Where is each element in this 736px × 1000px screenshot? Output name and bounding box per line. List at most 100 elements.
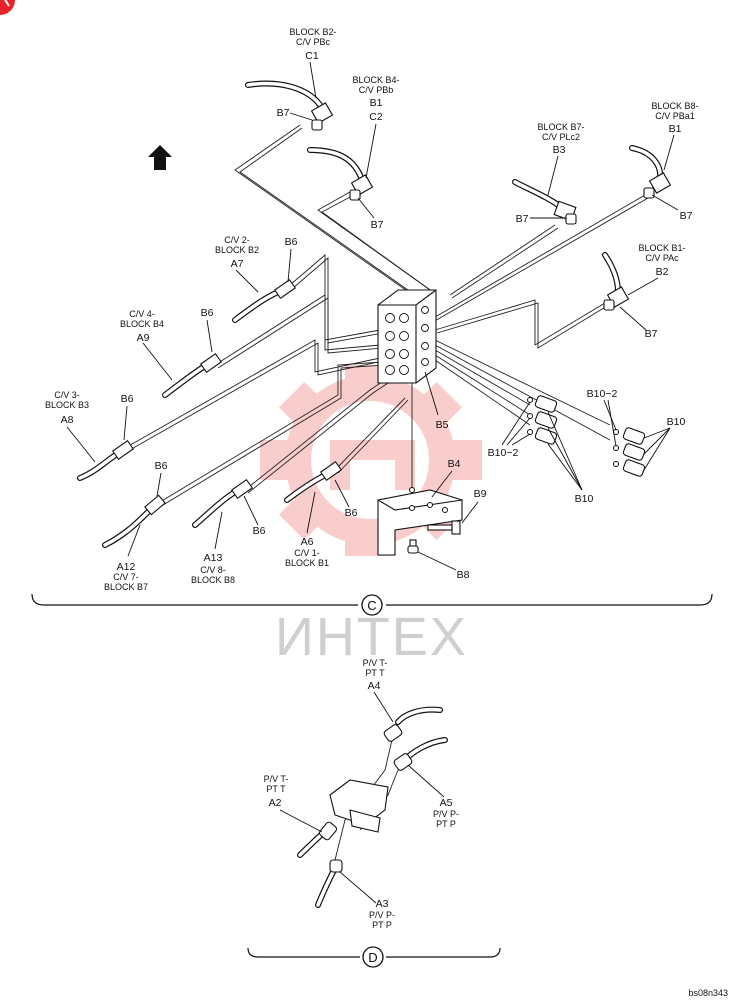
svg-text:BLOCK B8: BLOCK B8 (191, 575, 235, 585)
callout-cv2: C/V 2- BLOCK B2 A7 (215, 235, 259, 270)
callout-a12: A12 C/V 7- BLOCK B7 (104, 561, 148, 592)
callout-a3: A3 P/V P- PT P (369, 898, 395, 930)
svg-text:A6: A6 (301, 536, 314, 548)
svg-text:C/V PBc: C/V PBc (296, 37, 331, 47)
label-b9: B9 (474, 488, 487, 500)
svg-text:P/V T-: P/V T- (363, 658, 388, 668)
svg-text:BLOCK B4-: BLOCK B4- (352, 75, 399, 85)
svg-text:C/V 3-: C/V 3- (54, 390, 80, 400)
drawing-id: bs08n343 (688, 988, 728, 998)
svg-text:BLOCK B3: BLOCK B3 (45, 400, 89, 410)
svg-text:C1: C1 (305, 50, 319, 62)
svg-text:C/V PLc2: C/V PLc2 (542, 132, 580, 142)
svg-text:A12: A12 (117, 561, 136, 573)
svg-text:BLOCK B2-: BLOCK B2- (289, 27, 336, 37)
bolt-b9 (427, 520, 461, 535)
svg-text:A5: A5 (440, 797, 453, 809)
label-b7: B7 (516, 213, 529, 225)
label-b5: B5 (436, 419, 449, 431)
callout-a2: P/V T- PT T A2 (264, 774, 289, 809)
svg-text:BLOCK B1: BLOCK B1 (285, 558, 329, 568)
watermark-text: ИНТЕХ (275, 607, 468, 667)
leader-lines-section-d (279, 691, 445, 904)
svg-text:C/V 8-: C/V 8- (200, 565, 226, 575)
svg-text:PT P: PT P (372, 920, 392, 930)
svg-text:C2: C2 (369, 111, 383, 123)
svg-text:B2: B2 (656, 266, 669, 278)
svg-text:A4: A4 (368, 680, 381, 692)
label-b7: B7 (277, 107, 290, 119)
bolt-b8 (407, 539, 419, 554)
label-b7: B7 (645, 328, 658, 340)
callout-b8-pba1: BLOCK B8- C/V PBa1 B1 (651, 101, 698, 135)
svg-text:PT T: PT T (365, 668, 385, 678)
callout-a5: A5 P/V P- PT P (433, 797, 459, 829)
svg-text:B1: B1 (370, 97, 383, 109)
label-b4: B4 (448, 458, 461, 470)
callout-b4-pbb: BLOCK B4- C/V PBb B1 C2 (352, 75, 399, 123)
callout-a6: A6 C/V 1- BLOCK B1 (285, 536, 329, 568)
section-c-marker: C (367, 598, 376, 613)
label-b10-left: B10 (575, 493, 594, 505)
label-b6: B6 (201, 307, 214, 319)
callout-cv3: C/V 3- BLOCK B3 A8 (45, 390, 89, 426)
up-arrow-icon (148, 145, 172, 170)
callout-b7-plc2: BLOCK B7- C/V PLc2 B3 (537, 122, 584, 156)
svg-text:C/V 4-: C/V 4- (129, 309, 155, 319)
svg-text:A13: A13 (204, 552, 223, 564)
svg-text:A3: A3 (376, 898, 389, 910)
svg-text:C/V PBa1: C/V PBa1 (655, 111, 695, 121)
fittings-section-c (111, 102, 672, 516)
svg-text:A2: A2 (269, 797, 282, 809)
label-b7: B7 (371, 219, 384, 231)
red-corner-mark-icon (0, 0, 15, 15)
bracket-b4 (377, 487, 463, 556)
svg-text:BLOCK B8-: BLOCK B8- (651, 101, 698, 111)
svg-text:PT P: PT P (436, 819, 456, 829)
svg-text:BLOCK B7: BLOCK B7 (104, 582, 148, 592)
section-d-brace: D (247, 946, 501, 968)
fittings-b10-left (527, 395, 558, 445)
label-b10-2-right: B10−2 (587, 388, 618, 400)
svg-text:A9: A9 (137, 332, 150, 344)
callout-b1-pac: BLOCK B1- C/V PAc B2 (638, 243, 685, 278)
svg-text:BLOCK B4: BLOCK B4 (120, 319, 164, 329)
svg-text:C/V PBb: C/V PBb (359, 85, 394, 95)
label-b7: B7 (680, 210, 693, 222)
callout-a4: P/V T- PT T A4 (363, 658, 388, 692)
svg-text:BLOCK B1-: BLOCK B1- (638, 243, 685, 253)
label-b10-2-left: B10−2 (488, 447, 519, 459)
section-c-brace: C (31, 593, 713, 616)
svg-text:A7: A7 (231, 258, 244, 270)
svg-text:C/V 2-: C/V 2- (224, 235, 250, 245)
svg-text:P/V P-: P/V P- (433, 809, 459, 819)
leader-lines-section-c (66, 61, 679, 571)
svg-text:C/V 1-: C/V 1- (294, 548, 320, 558)
pilot-valve-body (318, 724, 413, 873)
label-b6: B6 (121, 393, 134, 405)
callout-cv4: C/V 4- BLOCK B4 A9 (120, 309, 164, 344)
svg-text:A8: A8 (61, 414, 74, 426)
label-b6: B6 (285, 236, 298, 248)
valve-block (377, 289, 437, 384)
svg-text:C/V PAc: C/V PAc (645, 253, 679, 263)
svg-text:PT T: PT T (266, 784, 286, 794)
label-b10-right: B10 (667, 416, 686, 428)
svg-text:BLOCK B7-: BLOCK B7- (537, 122, 584, 132)
fittings-b10-right (613, 427, 646, 477)
callout-a13: A13 C/V 8- BLOCK B8 (191, 552, 235, 585)
svg-text:P/V T-: P/V T- (264, 774, 289, 784)
callout-b2-pbc: BLOCK B2- C/V PBc C1 (289, 27, 336, 62)
svg-text:B1: B1 (669, 123, 682, 135)
label-b8: B8 (457, 569, 470, 581)
hose-routing-lines (124, 124, 649, 509)
section-d-marker: D (368, 950, 377, 965)
svg-text:B3: B3 (553, 144, 566, 156)
svg-text:C/V 7-: C/V 7- (113, 572, 139, 582)
svg-text:BLOCK B2: BLOCK B2 (215, 245, 259, 255)
label-b6: B6 (253, 525, 266, 537)
label-b6: B6 (345, 507, 358, 519)
svg-text:P/V P-: P/V P- (369, 910, 395, 920)
label-b6: B6 (155, 460, 168, 472)
